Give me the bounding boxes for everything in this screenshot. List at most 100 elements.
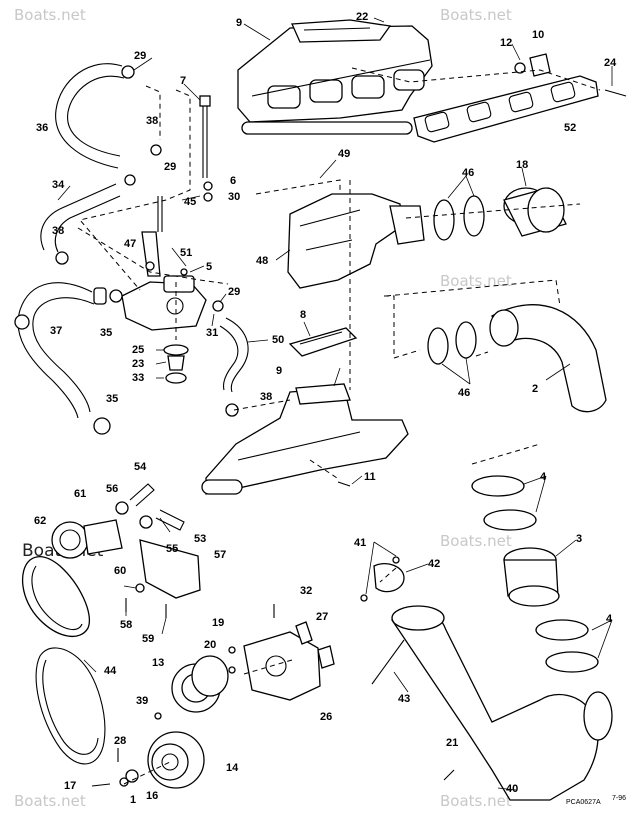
- callout-labels: 9 22 29 10 12 24 7 36 38 52 29 49 34 6 1…: [34, 11, 617, 806]
- bolt-17: [91, 783, 111, 787]
- screw-39: [154, 712, 162, 720]
- screw-5: [180, 268, 188, 276]
- callout-53: 53: [194, 533, 206, 545]
- callout-22: 22: [356, 11, 368, 23]
- gasket-27-b: [317, 645, 335, 669]
- clamp-4-lower-b: [545, 651, 599, 673]
- hose-36: [55, 63, 125, 169]
- gasket-8-inner: [299, 331, 343, 345]
- callout-44: 44: [104, 665, 117, 677]
- callout-33: 33: [132, 372, 144, 384]
- nut-6: [203, 181, 213, 191]
- callout-60: 60: [114, 565, 126, 577]
- callout-17: 17: [64, 780, 76, 792]
- callout-42: 42: [428, 558, 440, 570]
- callout-38-left: 38: [52, 225, 64, 237]
- manifold-gasket: [413, 75, 599, 143]
- callout-29-mid: 29: [164, 161, 176, 173]
- callout-38-top: 38: [146, 115, 158, 127]
- clamp-4-upper-b: [483, 509, 537, 531]
- clamp-46-upper-a: [433, 199, 455, 241]
- callout-19: 19: [212, 617, 224, 629]
- callout-24: 24: [604, 57, 617, 69]
- screw-41-a: [392, 556, 400, 564]
- callout-31: 31: [206, 327, 218, 339]
- bolt-7: [199, 95, 211, 178]
- callout-40: 40: [506, 783, 518, 795]
- flapper-42: [373, 563, 405, 593]
- gasket-25: [163, 344, 189, 356]
- washer-60: [135, 583, 145, 593]
- callout-51: 51: [180, 247, 192, 259]
- watermark-top-left: Boats.net: [14, 6, 86, 24]
- hose-50: [219, 317, 249, 393]
- callout-58: 58: [120, 619, 132, 631]
- clamp-38-upper: [150, 144, 162, 156]
- seal-33: [165, 372, 187, 384]
- belt-62-inner: [31, 565, 83, 631]
- callout-29-right: 29: [228, 286, 240, 298]
- callout-26: 26: [320, 711, 332, 723]
- thermostat-housing: [121, 275, 207, 331]
- bolt-21: [443, 769, 455, 781]
- callout-6: 6: [230, 175, 236, 187]
- exhaust-elbow-48: [287, 193, 425, 289]
- bolt-11: [337, 481, 351, 487]
- leader-lines: [57, 17, 613, 791]
- callout-45: 45: [184, 196, 196, 208]
- callout-49: 49: [338, 148, 350, 160]
- clamp-38-left: [55, 251, 69, 265]
- clamp-46-upper-b: [463, 195, 485, 237]
- callout-46-upper: 46: [462, 167, 474, 179]
- water-pump-26: [243, 631, 321, 701]
- callout-46-lower: 46: [458, 387, 470, 399]
- drawing-date: 7-96: [612, 795, 626, 802]
- callout-56: 56: [106, 483, 118, 495]
- clamp-38-lower: [225, 403, 239, 417]
- washer-30: [203, 192, 213, 202]
- stud-24: [604, 89, 627, 97]
- belt-44: [35, 647, 106, 765]
- clamp-29-upper: [121, 65, 135, 79]
- clamp-4-upper-a: [471, 475, 525, 497]
- clamp-46-lower-a: [427, 327, 449, 365]
- bracket-57: [139, 539, 201, 599]
- watermark-bottom-right: Boats.net: [440, 792, 512, 810]
- callout-62: 62: [34, 515, 46, 527]
- exhaust-pipe-2: [491, 304, 607, 413]
- callout-1: 1: [130, 794, 136, 806]
- callout-20: 20: [204, 639, 216, 651]
- callout-47: 47: [124, 238, 136, 250]
- callout-29-top: 29: [134, 50, 146, 62]
- clamp-29-right: [212, 300, 224, 312]
- callout-2: 2: [532, 383, 538, 395]
- callout-35-upper: 35: [100, 327, 112, 339]
- gasket-8: [288, 327, 358, 357]
- callout-27: 27: [316, 611, 328, 623]
- clamp-55: [139, 515, 153, 529]
- callout-23: 23: [132, 358, 144, 370]
- drawing-code-block: PCA0627A 7-96: [566, 795, 626, 806]
- callout-43: 43: [398, 693, 410, 705]
- washer-12: [514, 62, 526, 74]
- spacer-10: [529, 53, 551, 77]
- pump-pulley-61: [51, 519, 123, 559]
- assembly-lines: [77, 67, 601, 785]
- callout-55: 55: [166, 543, 178, 555]
- clamp-35-upper: [109, 289, 123, 303]
- callout-50: 50: [272, 334, 284, 346]
- pulley-13: [171, 655, 229, 713]
- callout-10: 10: [532, 29, 544, 41]
- callout-7: 7: [180, 75, 186, 87]
- clamp-46-lower-b: [455, 321, 477, 359]
- crank-pulley-14: [147, 731, 205, 789]
- callout-61: 61: [74, 488, 86, 500]
- callout-12: 12: [500, 37, 512, 49]
- y-pipe-40: [391, 605, 613, 801]
- screw-41-b: [360, 594, 368, 602]
- screw-19: [228, 646, 236, 654]
- pipe-2-inlet: [489, 309, 519, 347]
- washer-1: [119, 777, 129, 787]
- watermark-top-right: Boats.net: [440, 6, 512, 24]
